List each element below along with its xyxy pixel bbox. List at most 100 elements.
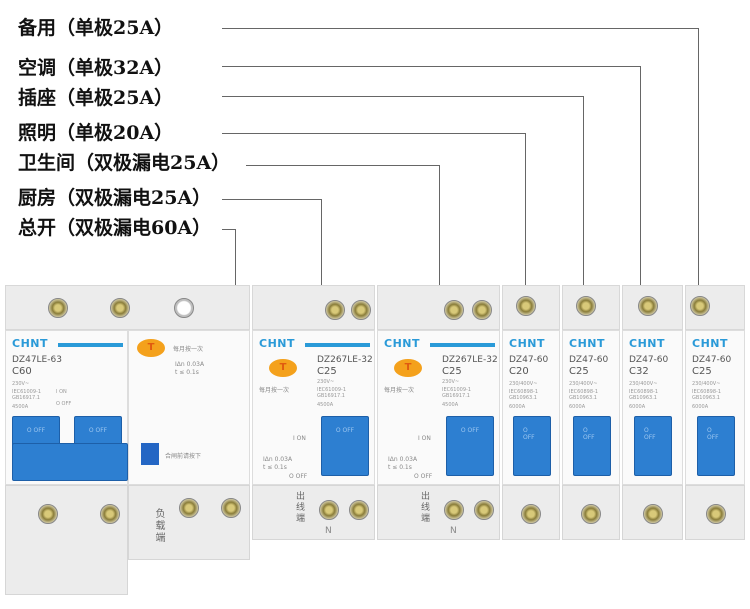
- rating: C25: [692, 366, 712, 377]
- screw-icon: [319, 500, 339, 520]
- voltage: 230/400V~: [692, 381, 721, 387]
- voltage: 230V~: [442, 379, 460, 385]
- standard: IEC60898-1: [629, 389, 659, 395]
- rcbo-handle[interactable]: O OFF: [446, 416, 494, 476]
- neutral-label: N: [325, 526, 332, 536]
- capacity: 6000A: [569, 404, 586, 410]
- mcb-handle[interactable]: O OFF: [513, 416, 551, 476]
- screw-icon: [581, 504, 601, 524]
- neutral-label: N: [450, 526, 457, 536]
- test-button[interactable]: T: [394, 359, 422, 377]
- rcbo-bathroom: CHNT T DZ267LE-32 C25 230V~ IEC61009-1 G…: [377, 330, 500, 485]
- main-bottom-terminal: [5, 485, 128, 595]
- mcb-handle[interactable]: O OFF: [697, 416, 735, 476]
- rcbo1-bottom-terminal: 出线端 N: [252, 485, 375, 540]
- standard: GB16917.1: [12, 395, 40, 401]
- voltage: 230/400V~: [509, 381, 538, 387]
- label-lighting: 照明（单极20A）: [18, 122, 174, 144]
- screw-icon: [351, 300, 371, 320]
- main-top-terminal: [5, 285, 250, 330]
- monthly-test-note: 每月按一次: [259, 387, 290, 394]
- brand-logo: CHNT: [12, 337, 48, 350]
- standard: GB16917.1: [442, 393, 470, 399]
- screw-icon: [706, 504, 726, 524]
- terminal-hole-icon: [174, 298, 194, 318]
- voltage: 230/400V~: [629, 381, 658, 387]
- test-button[interactable]: T: [137, 339, 165, 357]
- model: DZ47-60: [569, 355, 609, 365]
- mcb-handle[interactable]: O OFF: [634, 416, 672, 476]
- reset-button[interactable]: [141, 443, 159, 465]
- mcb-spare: CHNT DZ47-60 C25 230/400V~ IEC60898-1 GB…: [685, 330, 745, 485]
- rcbo2-bottom-terminal: 出线端 N: [377, 485, 500, 540]
- capacity: 6000A: [629, 404, 646, 410]
- model: DZ267LE-32: [442, 355, 498, 365]
- standard: IEC60898-1: [692, 389, 722, 395]
- screw-icon: [690, 296, 710, 316]
- main-breaker: CHNT DZ47LE-63 C60 230V~ IEC61009-1 GB16…: [5, 330, 128, 485]
- capacity: 4500A: [12, 404, 29, 410]
- on-label: I ON: [293, 435, 306, 442]
- mcb-aircon: CHNT DZ47-60 C32 230/400V~ IEC60898-1 GB…: [622, 330, 683, 485]
- screw-icon: [516, 296, 536, 316]
- rated-leakage: IΔn 0.03A: [388, 456, 418, 463]
- test-button[interactable]: T: [269, 359, 297, 377]
- rating: C25: [442, 366, 462, 377]
- rating: C60: [12, 366, 32, 377]
- on-label: I ON: [56, 389, 67, 395]
- standard: GB16917.1: [317, 393, 345, 399]
- handle-bridge[interactable]: [12, 443, 128, 481]
- mcb2-bottom-terminal: [562, 485, 620, 540]
- screw-icon: [521, 504, 541, 524]
- standard: GB10963.1: [692, 395, 720, 401]
- screw-icon: [576, 296, 596, 316]
- screw-icon: [100, 504, 120, 524]
- rcbo1-top-terminal: [252, 285, 375, 330]
- screw-icon: [48, 298, 68, 318]
- label-aircon: 空调（单极32A）: [18, 57, 174, 79]
- brand-logo: CHNT: [692, 337, 728, 350]
- model: DZ47-60: [629, 355, 669, 365]
- capacity: 6000A: [509, 404, 526, 410]
- model: DZ47LE-63: [12, 355, 62, 365]
- trip-time: t ≤ 0.1s: [388, 464, 412, 471]
- screw-icon: [179, 498, 199, 518]
- leakage-bottom: 负载端: [128, 485, 250, 560]
- rcbo-kitchen: CHNT T DZ267LE-32 C25 230V~ IEC61009-1 G…: [252, 330, 375, 485]
- standard: GB10963.1: [629, 395, 657, 401]
- standard: GB10963.1: [569, 395, 597, 401]
- mcb3-top-terminal: [622, 285, 683, 330]
- rcbo-handle[interactable]: O OFF: [321, 416, 369, 476]
- brand-logo: CHNT: [569, 337, 605, 350]
- brand-logo: CHNT: [629, 337, 665, 350]
- rating: C25: [317, 366, 337, 377]
- leakage-module: T 每月按一次 IΔn 0.03A t ≤ 0.1s 合闸前请按下: [128, 330, 250, 485]
- mcb3-bottom-terminal: [622, 485, 683, 540]
- label-socket: 插座（单极25A）: [18, 87, 174, 109]
- screw-icon: [638, 296, 658, 316]
- rating: C32: [629, 366, 649, 377]
- capacity: 4500A: [442, 402, 459, 408]
- screw-icon: [349, 500, 369, 520]
- model: DZ47-60: [692, 355, 732, 365]
- screw-icon: [474, 500, 494, 520]
- outlet-label: 出线端: [294, 491, 304, 524]
- standard: IEC61009-1: [12, 389, 42, 395]
- label-main: 总开（双极漏电60A）: [18, 217, 212, 239]
- mcb4-top-terminal: [685, 285, 745, 330]
- mcb4-bottom-terminal: [685, 485, 745, 540]
- standard: IEC61009-1: [442, 387, 472, 393]
- mcb-handle[interactable]: O OFF: [573, 416, 611, 476]
- reset-note: 合闸前请按下: [165, 453, 202, 460]
- mcb2-top-terminal: [562, 285, 620, 330]
- standard: IEC60898-1: [509, 389, 539, 395]
- brand-logo: CHNT: [259, 337, 295, 350]
- monthly-test-note: 每月按一次: [384, 387, 415, 394]
- label-kitchen: 厨房（双极漏电25A）: [18, 187, 212, 209]
- rated-leakage: IΔn 0.03A: [175, 361, 205, 368]
- model: DZ267LE-32: [317, 355, 373, 365]
- standard: IEC61009-1: [317, 387, 347, 393]
- voltage: 230/400V~: [569, 381, 598, 387]
- standard: IEC60898-1: [569, 389, 599, 395]
- model: DZ47-60: [509, 355, 549, 365]
